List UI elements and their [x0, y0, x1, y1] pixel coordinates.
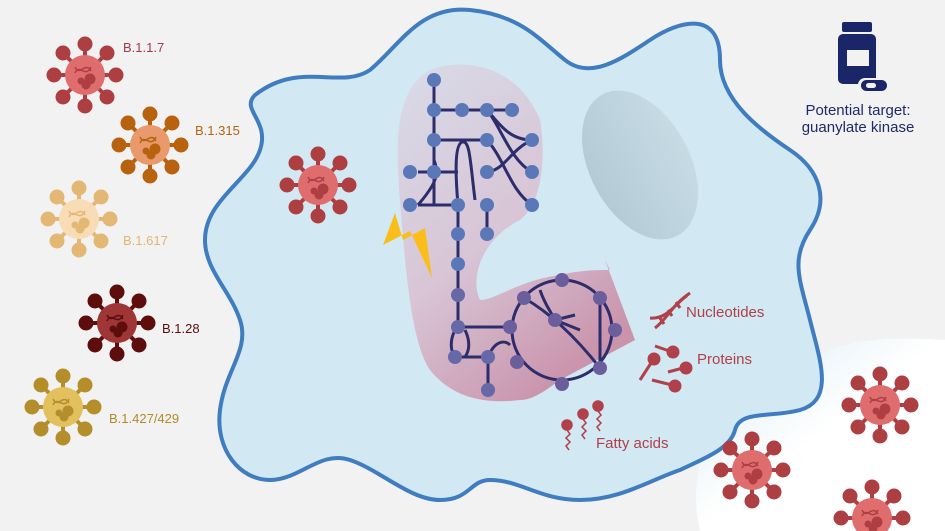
nucleus: [582, 90, 698, 240]
medicine-bottle-pill-icon: [838, 22, 888, 93]
proteins-label: Proteins: [697, 351, 753, 368]
variant-label-b1427-429: B.1.427/429: [109, 411, 180, 426]
virus-b1617: [39, 179, 119, 259]
virus-released-3: [832, 478, 912, 531]
variant-label-b128: B.1.28: [162, 321, 200, 336]
dna-icon: [649, 291, 691, 330]
virus-b1315: [110, 105, 190, 185]
nucleotides-label: Nucleotides: [686, 304, 765, 321]
lightning-icon: [383, 213, 432, 278]
target-line-1: Potential target:: [805, 102, 911, 119]
potential-target-label: Potential target: guanylate kinase: [778, 102, 938, 136]
pathway-nodes: [403, 73, 622, 397]
proteins-icon: [638, 344, 693, 393]
virus-released-1: [840, 365, 920, 445]
virus-b117: [45, 35, 125, 115]
variant-label-b117: B.1.1.7: [123, 40, 165, 55]
virus-b1427-429: [23, 367, 103, 447]
variant-label-b1315: B.1.315: [195, 123, 240, 138]
fatty-acids-label: Fatty acids: [596, 435, 669, 452]
virus-b128: [77, 283, 157, 363]
target-line-2: guanylate kinase: [801, 119, 915, 136]
virus-inside-cell: [278, 145, 358, 225]
variant-label-b1617: B.1.617: [123, 233, 168, 248]
fatty-acids-icon: [561, 400, 604, 451]
virus-released-2: [712, 430, 792, 510]
